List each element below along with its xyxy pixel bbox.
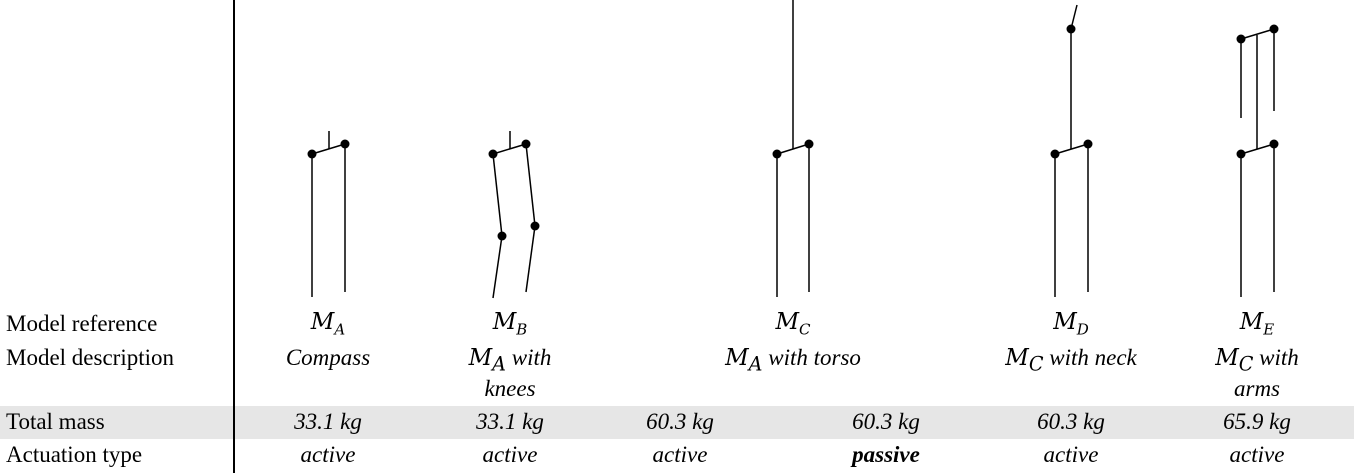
model-b-thigh-2 <box>525 143 536 227</box>
row-label-actuation-type: Actuation type <box>6 442 143 467</box>
total-mass-row-shading <box>0 406 1354 439</box>
model-a-joint-hip-2 <box>340 139 350 149</box>
model-b-joint-knee-1 <box>497 231 507 241</box>
mass-value-b: 33.1 kg <box>476 409 544 434</box>
row-label-model-description: Model description <box>6 345 174 370</box>
model-b-thigh-1 <box>492 153 503 237</box>
actuation-value-e: active <box>1229 442 1285 467</box>
model-e-joint-hip-2 <box>1269 139 1279 149</box>
mass-value-a: 33.1 kg <box>294 409 362 434</box>
model-e-joint-shoulder-2 <box>1269 24 1279 34</box>
row-label-total-mass: Total mass <box>6 409 105 434</box>
model-reference-b: MB <box>492 309 528 339</box>
model-b-figure <box>492 131 536 299</box>
model-e-joint-shoulder-1 <box>1236 34 1246 44</box>
model-d-figure <box>1054 4 1089 297</box>
actuation-value-b: active <box>482 442 538 467</box>
model-c-joint-hip-2 <box>804 139 814 149</box>
model-b-shank-2 <box>525 225 536 293</box>
model-b-joint-hip-2 <box>521 139 531 149</box>
model-description-a: Compass <box>285 345 371 370</box>
model-b-joint-hip-1 <box>488 149 498 159</box>
model-b-joint-knee-2 <box>530 221 540 231</box>
model-reference-c: MC <box>775 309 811 339</box>
mass-value-c-active: 60.3 kg <box>646 409 714 434</box>
mass-value-c-passive: 60.3 kg <box>852 409 920 434</box>
mass-value-d: 60.3 kg <box>1037 409 1105 434</box>
actuation-value-c-active: active <box>652 442 708 467</box>
model-d-joint-hip-2 <box>1083 139 1093 149</box>
model-description-e-line-2: arms <box>1233 376 1281 401</box>
model-reference-e: ME <box>1239 309 1275 339</box>
model-a-joint-hip-1 <box>307 149 317 159</box>
model-d-joint-hip-1 <box>1050 149 1060 159</box>
model-c-figure <box>776 0 810 297</box>
mass-value-e: 65.9 kg <box>1223 409 1291 434</box>
model-description-b: MA with <box>468 345 552 376</box>
model-e-joint-hip-1 <box>1236 149 1246 159</box>
actuation-value-a: active <box>300 442 356 467</box>
model-description-e: MC with <box>1215 345 1299 376</box>
header-divider-line <box>233 0 235 473</box>
model-c-joint-hip-1 <box>772 149 782 159</box>
model-e-figure <box>1240 28 1275 297</box>
actuation-value-c-passive: passive <box>852 442 920 467</box>
model-description-c: MA with torso <box>725 345 861 376</box>
model-description-b-line-2: knees <box>484 376 536 401</box>
row-label-model-reference: Model reference <box>6 311 158 336</box>
model-e-shoulder <box>1240 28 1275 40</box>
model-d-joint-neck <box>1066 24 1076 34</box>
model-description-d: MC with neck <box>1005 345 1137 376</box>
actuation-value-d: active <box>1043 442 1099 467</box>
model-a-figure <box>311 131 346 297</box>
model-reference-a: MA <box>310 309 346 339</box>
model-reference-d: MD <box>1053 309 1089 339</box>
model-b-shank-1 <box>492 235 503 299</box>
